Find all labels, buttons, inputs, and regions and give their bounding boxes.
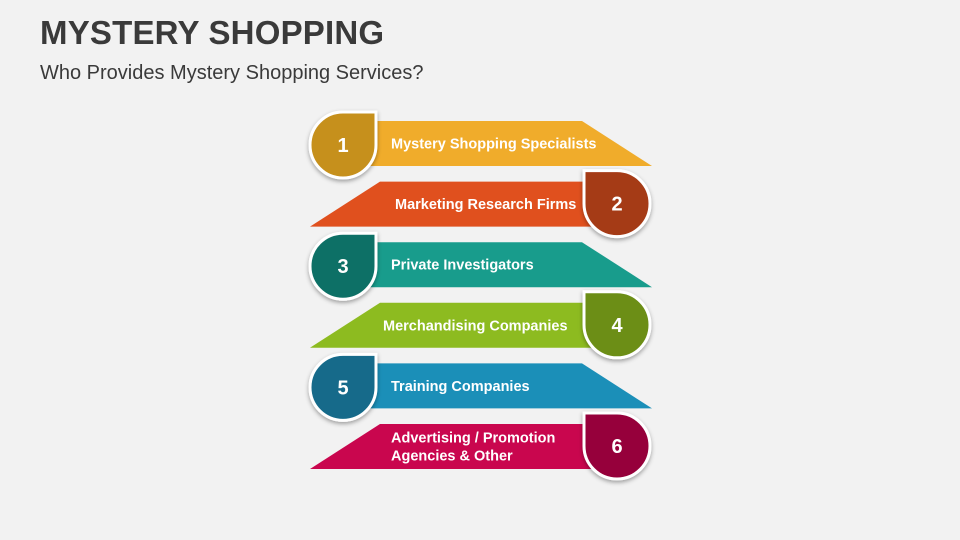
band-label-line: Merchandising Companies bbox=[383, 318, 568, 334]
band-5 bbox=[320, 363, 652, 409]
band-label-5: Training Companies bbox=[391, 379, 530, 395]
badge-number: 2 bbox=[611, 194, 622, 216]
band-label-line: Marketing Research Firms bbox=[395, 197, 576, 213]
badge-number: 6 bbox=[611, 436, 622, 458]
band-label-line: Private Investigators bbox=[391, 258, 534, 274]
badge-shape bbox=[308, 352, 378, 422]
badge-shape bbox=[308, 231, 378, 301]
badge-6: 6 bbox=[582, 411, 652, 481]
band-4 bbox=[310, 302, 642, 348]
band-label-1: Mystery Shopping Specialists bbox=[391, 137, 596, 153]
badge-number: 5 bbox=[337, 377, 348, 399]
band-3 bbox=[320, 242, 652, 288]
badge-number: 4 bbox=[611, 315, 623, 337]
band-label-line: Advertising / Promotion bbox=[391, 431, 555, 447]
page-title: MYSTERY SHOPPING bbox=[40, 14, 385, 51]
badge-3: 3 bbox=[308, 231, 378, 301]
badge-shape bbox=[308, 110, 378, 180]
page-subtitle: Who Provides Mystery Shopping Services? bbox=[40, 62, 424, 84]
band-label-4: Merchandising Companies bbox=[383, 318, 568, 334]
band-label-line: Training Companies bbox=[391, 379, 530, 395]
badge-4: 4 bbox=[582, 290, 652, 360]
badge-1: 1 bbox=[308, 110, 378, 180]
band-1 bbox=[320, 121, 652, 166]
badge-2: 2 bbox=[582, 169, 652, 239]
badge-shape bbox=[582, 411, 652, 481]
band-label-3: Private Investigators bbox=[391, 258, 534, 274]
badge-shape bbox=[582, 169, 652, 239]
badge-5: 5 bbox=[308, 352, 378, 422]
badge-number: 1 bbox=[337, 135, 348, 157]
band-label-line: Agencies & Other bbox=[391, 449, 513, 465]
badge-number: 3 bbox=[337, 256, 348, 278]
badge-shape bbox=[582, 290, 652, 360]
band-2 bbox=[310, 181, 642, 227]
band-6 bbox=[310, 424, 642, 469]
band-label-2: Marketing Research Firms bbox=[395, 197, 576, 213]
band-label-line: Mystery Shopping Specialists bbox=[391, 137, 596, 153]
